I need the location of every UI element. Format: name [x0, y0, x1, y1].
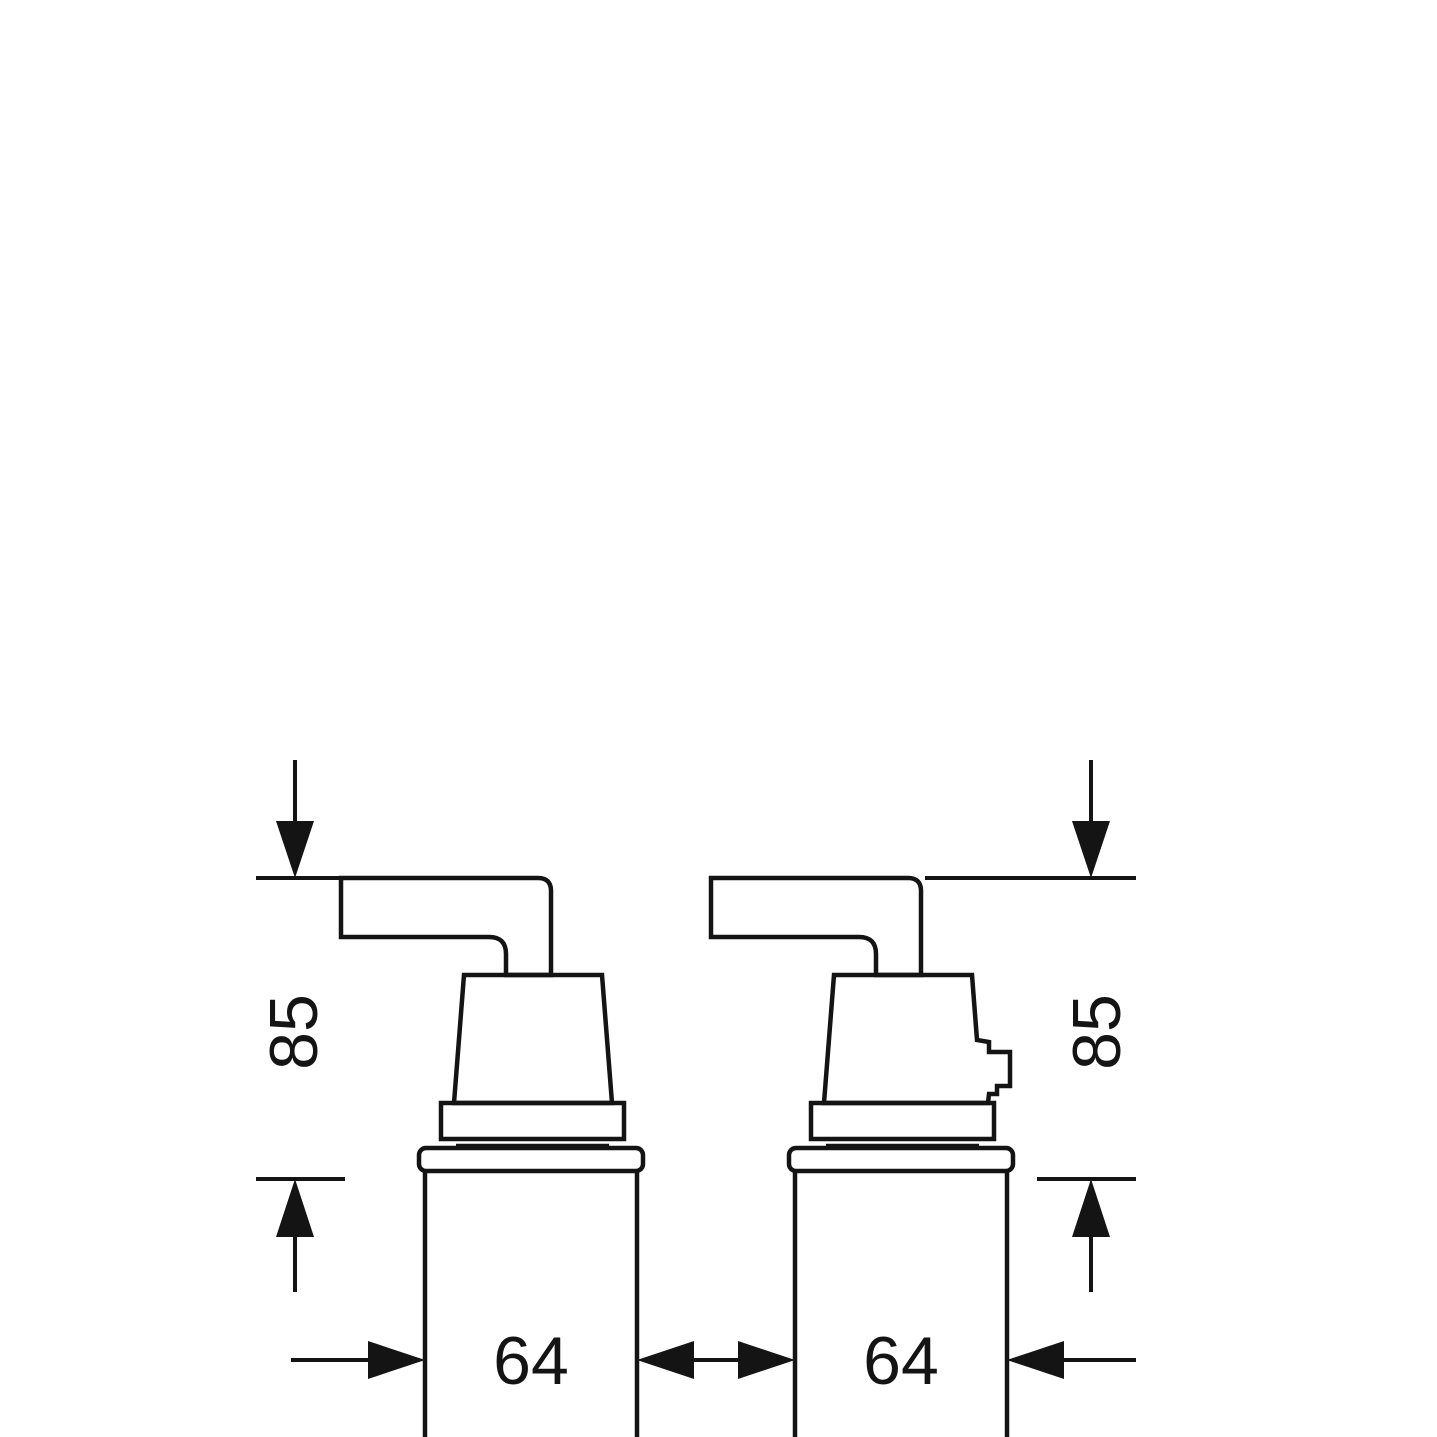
dim-width-left-arrow-right	[368, 1341, 425, 1379]
dim-width-right-label: 64	[863, 1323, 939, 1399]
left-valve-handle	[338, 875, 554, 978]
right-valve-flange	[808, 1100, 997, 1142]
dim-height-right-arrow-down	[1072, 821, 1110, 878]
left-valve-base-plate	[416, 1145, 646, 1174]
dim-height-left-arrow-up	[276, 1179, 314, 1237]
dim-width-middle-arrow-left	[637, 1341, 694, 1379]
dim-width-right-arrow-left	[1007, 1341, 1064, 1379]
dim-height-right-label: 85	[1059, 994, 1135, 1070]
dim-width-left-label: 64	[493, 1323, 569, 1399]
left-valve	[338, 875, 646, 1437]
left-valve-flange	[438, 1100, 627, 1142]
dim-height-left-arrow-down	[276, 821, 314, 878]
dim-height-left-label: 85	[256, 994, 332, 1070]
dim-width: 64 64	[291, 1323, 1136, 1399]
dim-width-middle-arrow-right	[738, 1341, 795, 1379]
left-valve-body	[451, 972, 615, 1106]
dim-height-right: 85	[925, 760, 1136, 1292]
right-valve	[708, 875, 1016, 1437]
right-valve-handle	[708, 875, 924, 978]
right-valve-base-plate	[786, 1145, 1016, 1174]
dim-height-right-arrow-up	[1072, 1179, 1110, 1237]
dim-height-left: 85	[256, 760, 345, 1292]
right-valve-body	[821, 972, 1013, 1106]
